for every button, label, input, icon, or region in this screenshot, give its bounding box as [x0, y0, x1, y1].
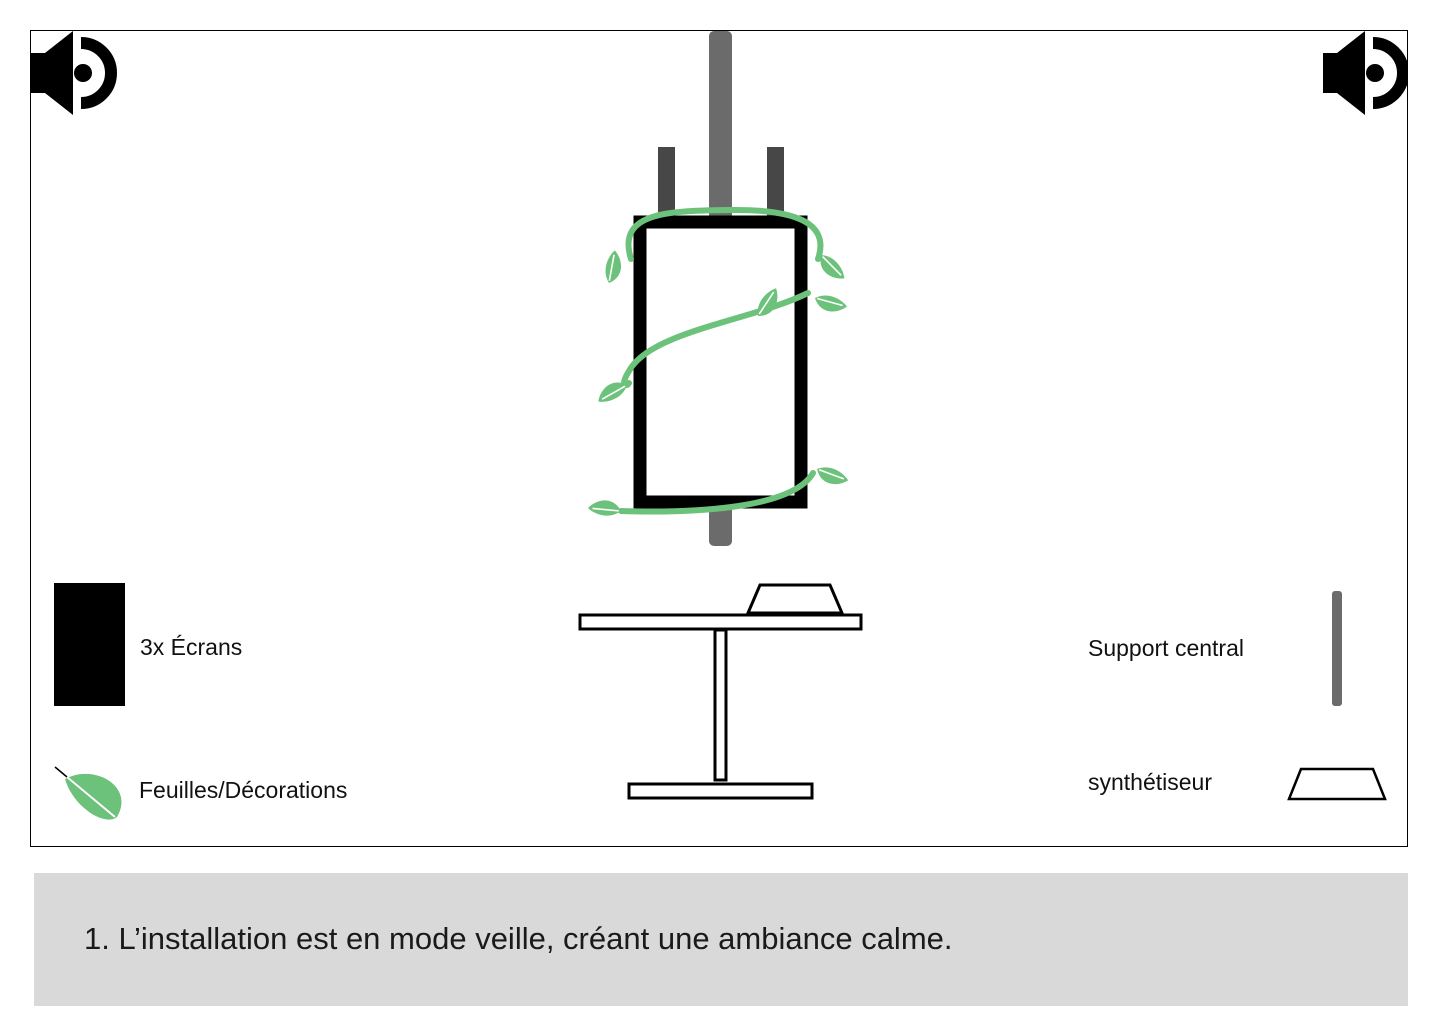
screen [633, 215, 808, 509]
installation-diagram: 3x Écrans Feuilles/Décorations Support c… [30, 30, 1408, 847]
legend-screen-swatch [54, 583, 125, 706]
leaf-icon [596, 380, 630, 404]
leaf-icon [816, 249, 846, 286]
legend-support-swatch [1332, 591, 1342, 706]
diagram-canvas [31, 31, 1407, 820]
leaf-icon [811, 285, 849, 321]
synthesizer [745, 583, 845, 615]
table [578, 613, 863, 800]
legend-support-label: Support central [1088, 635, 1244, 661]
legend-synth-swatch [1287, 767, 1387, 801]
speaker-icon [1323, 31, 1407, 115]
caption-text: 1. L’installation est en mode veille, cr… [84, 921, 953, 956]
side-pole-right [767, 147, 784, 219]
side-pole-left [658, 147, 675, 219]
legend-screens-label: 3x Écrans [140, 634, 243, 660]
legend-synth-label: synthétiseur [1088, 769, 1213, 795]
leaf-icon [586, 492, 624, 525]
speaker-icon [31, 31, 117, 115]
legend-leaves-label: Feuilles/Décorations [139, 777, 348, 803]
leaf-icon [54, 766, 122, 820]
caption-box: 1. L’installation est en mode veille, cr… [34, 873, 1408, 1006]
leaf-icon [596, 249, 630, 286]
leaf-icon [813, 457, 850, 494]
